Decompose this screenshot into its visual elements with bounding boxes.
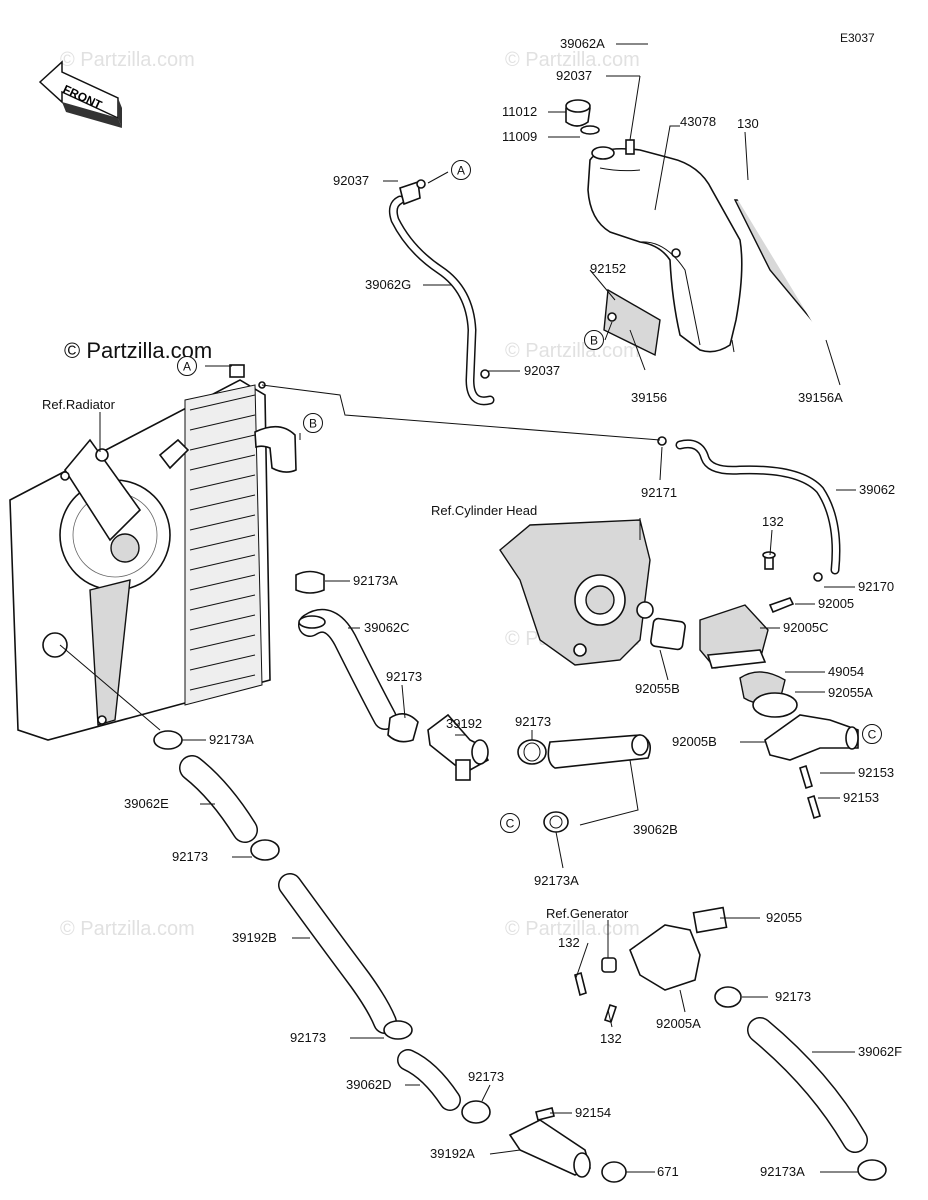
part-label-92173A: 92173A xyxy=(760,1164,805,1179)
svg-text:A: A xyxy=(457,164,465,178)
front-arrow-icon: FRONT xyxy=(38,60,122,128)
part-label-671: 671 xyxy=(657,1164,679,1179)
watermark: © Partzilla.com xyxy=(505,918,640,940)
part-label-92152: 92152 xyxy=(590,261,626,276)
part-label-92005A: 92005A xyxy=(656,1016,701,1031)
svg-text:A: A xyxy=(183,360,191,374)
watermark: © Partzilla.com xyxy=(60,918,195,940)
part-label-92154: 92154 xyxy=(575,1105,611,1120)
callout-a2: A xyxy=(177,356,197,376)
part-label-92037: 92037 xyxy=(524,363,560,378)
part-label-92037: 92037 xyxy=(333,173,369,188)
part-label-132: 132 xyxy=(600,1031,622,1046)
part-label-39156: 39156 xyxy=(631,390,667,405)
cylinder-head xyxy=(499,519,654,666)
part-label-11012: 11012 xyxy=(502,104,537,119)
part-label-92055A: 92055A xyxy=(828,685,873,700)
part-label-49054: 49054 xyxy=(828,664,864,679)
hose-39062 xyxy=(677,440,839,573)
part-label-39156A: 39156A xyxy=(798,390,843,405)
part-label-92005: 92005 xyxy=(818,596,854,611)
callout-b1: B xyxy=(584,330,604,350)
part-label-39062G: 39062G xyxy=(365,277,411,292)
svg-text:C: C xyxy=(868,728,877,742)
part-label-92055B: 92055B xyxy=(635,681,680,696)
ref-cylinder-head-label: Ref.Cylinder Head xyxy=(431,503,537,518)
radiator xyxy=(9,364,271,741)
part-label-132: 132 xyxy=(558,935,580,950)
generator-fitting xyxy=(574,906,728,1024)
callout-c1: C xyxy=(862,724,882,744)
diagram-code: E3037 xyxy=(840,31,875,45)
part-label-11009: 11009 xyxy=(502,129,537,144)
part-label-39062F: 39062F xyxy=(858,1044,902,1059)
part-label-130: 130 xyxy=(737,116,759,131)
hose-39062E xyxy=(180,756,257,842)
part-labels: 39062A 92037 11012 11009 43078 130 92037… xyxy=(124,36,902,1179)
pipe-39192B xyxy=(279,874,396,1033)
part-label-92173A: 92173A xyxy=(353,573,398,588)
callout-c2: C xyxy=(500,813,520,833)
part-label-92170: 92170 xyxy=(858,579,894,594)
part-label-39062E: 39062E xyxy=(124,796,169,811)
tank-cap xyxy=(565,99,600,135)
part-label-39062C: 39062C xyxy=(364,620,410,635)
part-label-39192A: 39192A xyxy=(430,1146,475,1161)
part-label-92153: 92153 xyxy=(858,765,894,780)
part-label-39062D: 39062D xyxy=(346,1077,392,1092)
callout-a1: A xyxy=(451,160,471,180)
watermark: © Partzilla.com xyxy=(505,340,640,362)
svg-text:B: B xyxy=(590,334,598,348)
ref-generator-label: Ref.Generator xyxy=(546,906,629,921)
part-label-43078: 43078 xyxy=(680,114,716,129)
hose-39062F xyxy=(748,1018,867,1152)
part-label-39062B: 39062B xyxy=(633,822,678,837)
part-label-92005C: 92005C xyxy=(783,620,829,635)
part-label-92173: 92173 xyxy=(386,669,422,684)
part-label-92173A: 92173A xyxy=(209,732,254,747)
hose-39062D xyxy=(398,1050,460,1110)
part-label-92055: 92055 xyxy=(766,910,802,925)
ref-radiator-label: Ref.Radiator xyxy=(42,397,116,412)
watermark: © Partzilla.com xyxy=(60,49,195,71)
watermark: © Partzilla.com xyxy=(505,49,640,71)
callout-b2: B xyxy=(303,413,323,433)
part-label-92037: 92037 xyxy=(556,68,592,83)
part-label-39192B: 39192B xyxy=(232,930,277,945)
part-label-92173A: 92173A xyxy=(534,873,579,888)
part-label-132: 132 xyxy=(762,514,784,529)
svg-text:B: B xyxy=(309,417,317,431)
part-label-92173: 92173 xyxy=(468,1069,504,1084)
part-label-92173: 92173 xyxy=(515,714,551,729)
part-label-92153: 92153 xyxy=(843,790,879,805)
part-label-92173: 92173 xyxy=(172,849,208,864)
leader-lines xyxy=(59,43,858,1173)
part-label-39062A: 39062A xyxy=(560,36,605,51)
part-label-92171: 92171 xyxy=(641,485,677,500)
part-label-92173: 92173 xyxy=(290,1030,326,1045)
part-label-92173: 92173 xyxy=(775,989,811,1004)
part-label-39062: 39062 xyxy=(859,482,895,497)
part-label-92005B: 92005B xyxy=(672,734,717,749)
part-label-39192: 39192 xyxy=(446,716,482,731)
svg-text:C: C xyxy=(506,817,515,831)
hose-39062G xyxy=(390,197,493,404)
